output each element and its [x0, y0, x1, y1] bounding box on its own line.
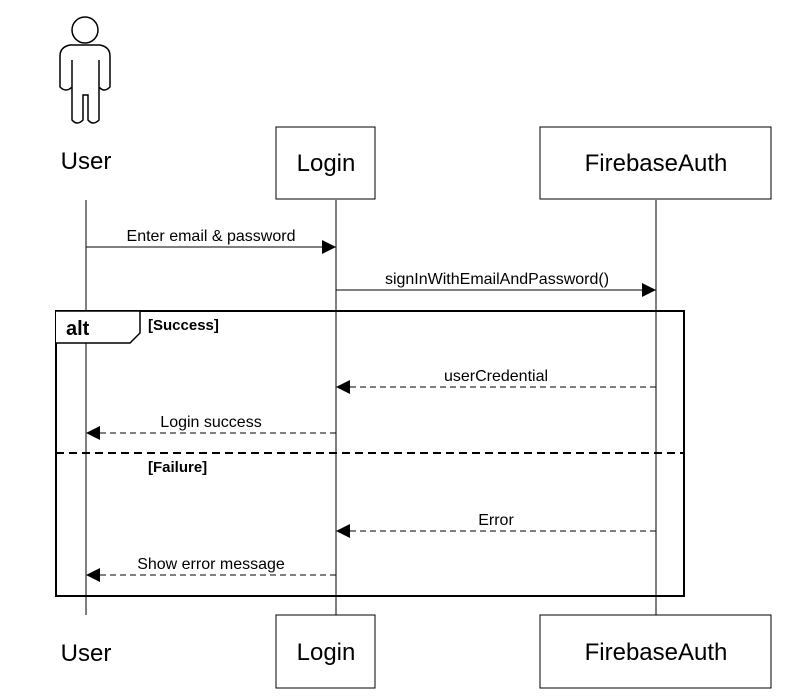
participant-label-login-bottom: Login — [297, 639, 356, 666]
actor-label-bottom: User — [61, 640, 112, 667]
user-actor-icon — [59, 16, 111, 124]
message-label-error: Error — [478, 512, 514, 529]
participant-box-login-top — [275, 126, 376, 200]
guard-success: [Success] — [148, 317, 219, 334]
participant-label-firebase-bottom: FirebaseAuth — [585, 639, 728, 666]
participant-label-firebase-top: FirebaseAuth — [585, 150, 728, 177]
participant-label-login-top: Login — [297, 150, 356, 177]
participant-box-login-bottom — [275, 614, 376, 689]
actor-label-top: User — [61, 148, 112, 175]
message-label-login-success: Login success — [160, 414, 261, 431]
guard-failure: [Failure] — [148, 459, 207, 476]
message-label-sign-in: signInWithEmailAndPassword() — [385, 271, 609, 288]
participant-box-firebase-top — [539, 126, 772, 200]
message-label-user-credential: userCredential — [444, 368, 548, 385]
participant-box-firebase-bottom — [539, 614, 772, 689]
alt-keyword: alt — [66, 318, 90, 340]
message-label-show-error: Show error message — [137, 556, 285, 573]
alt-fragment-tab — [56, 310, 141, 344]
message-label-enter-credentials: Enter email & password — [127, 228, 296, 245]
